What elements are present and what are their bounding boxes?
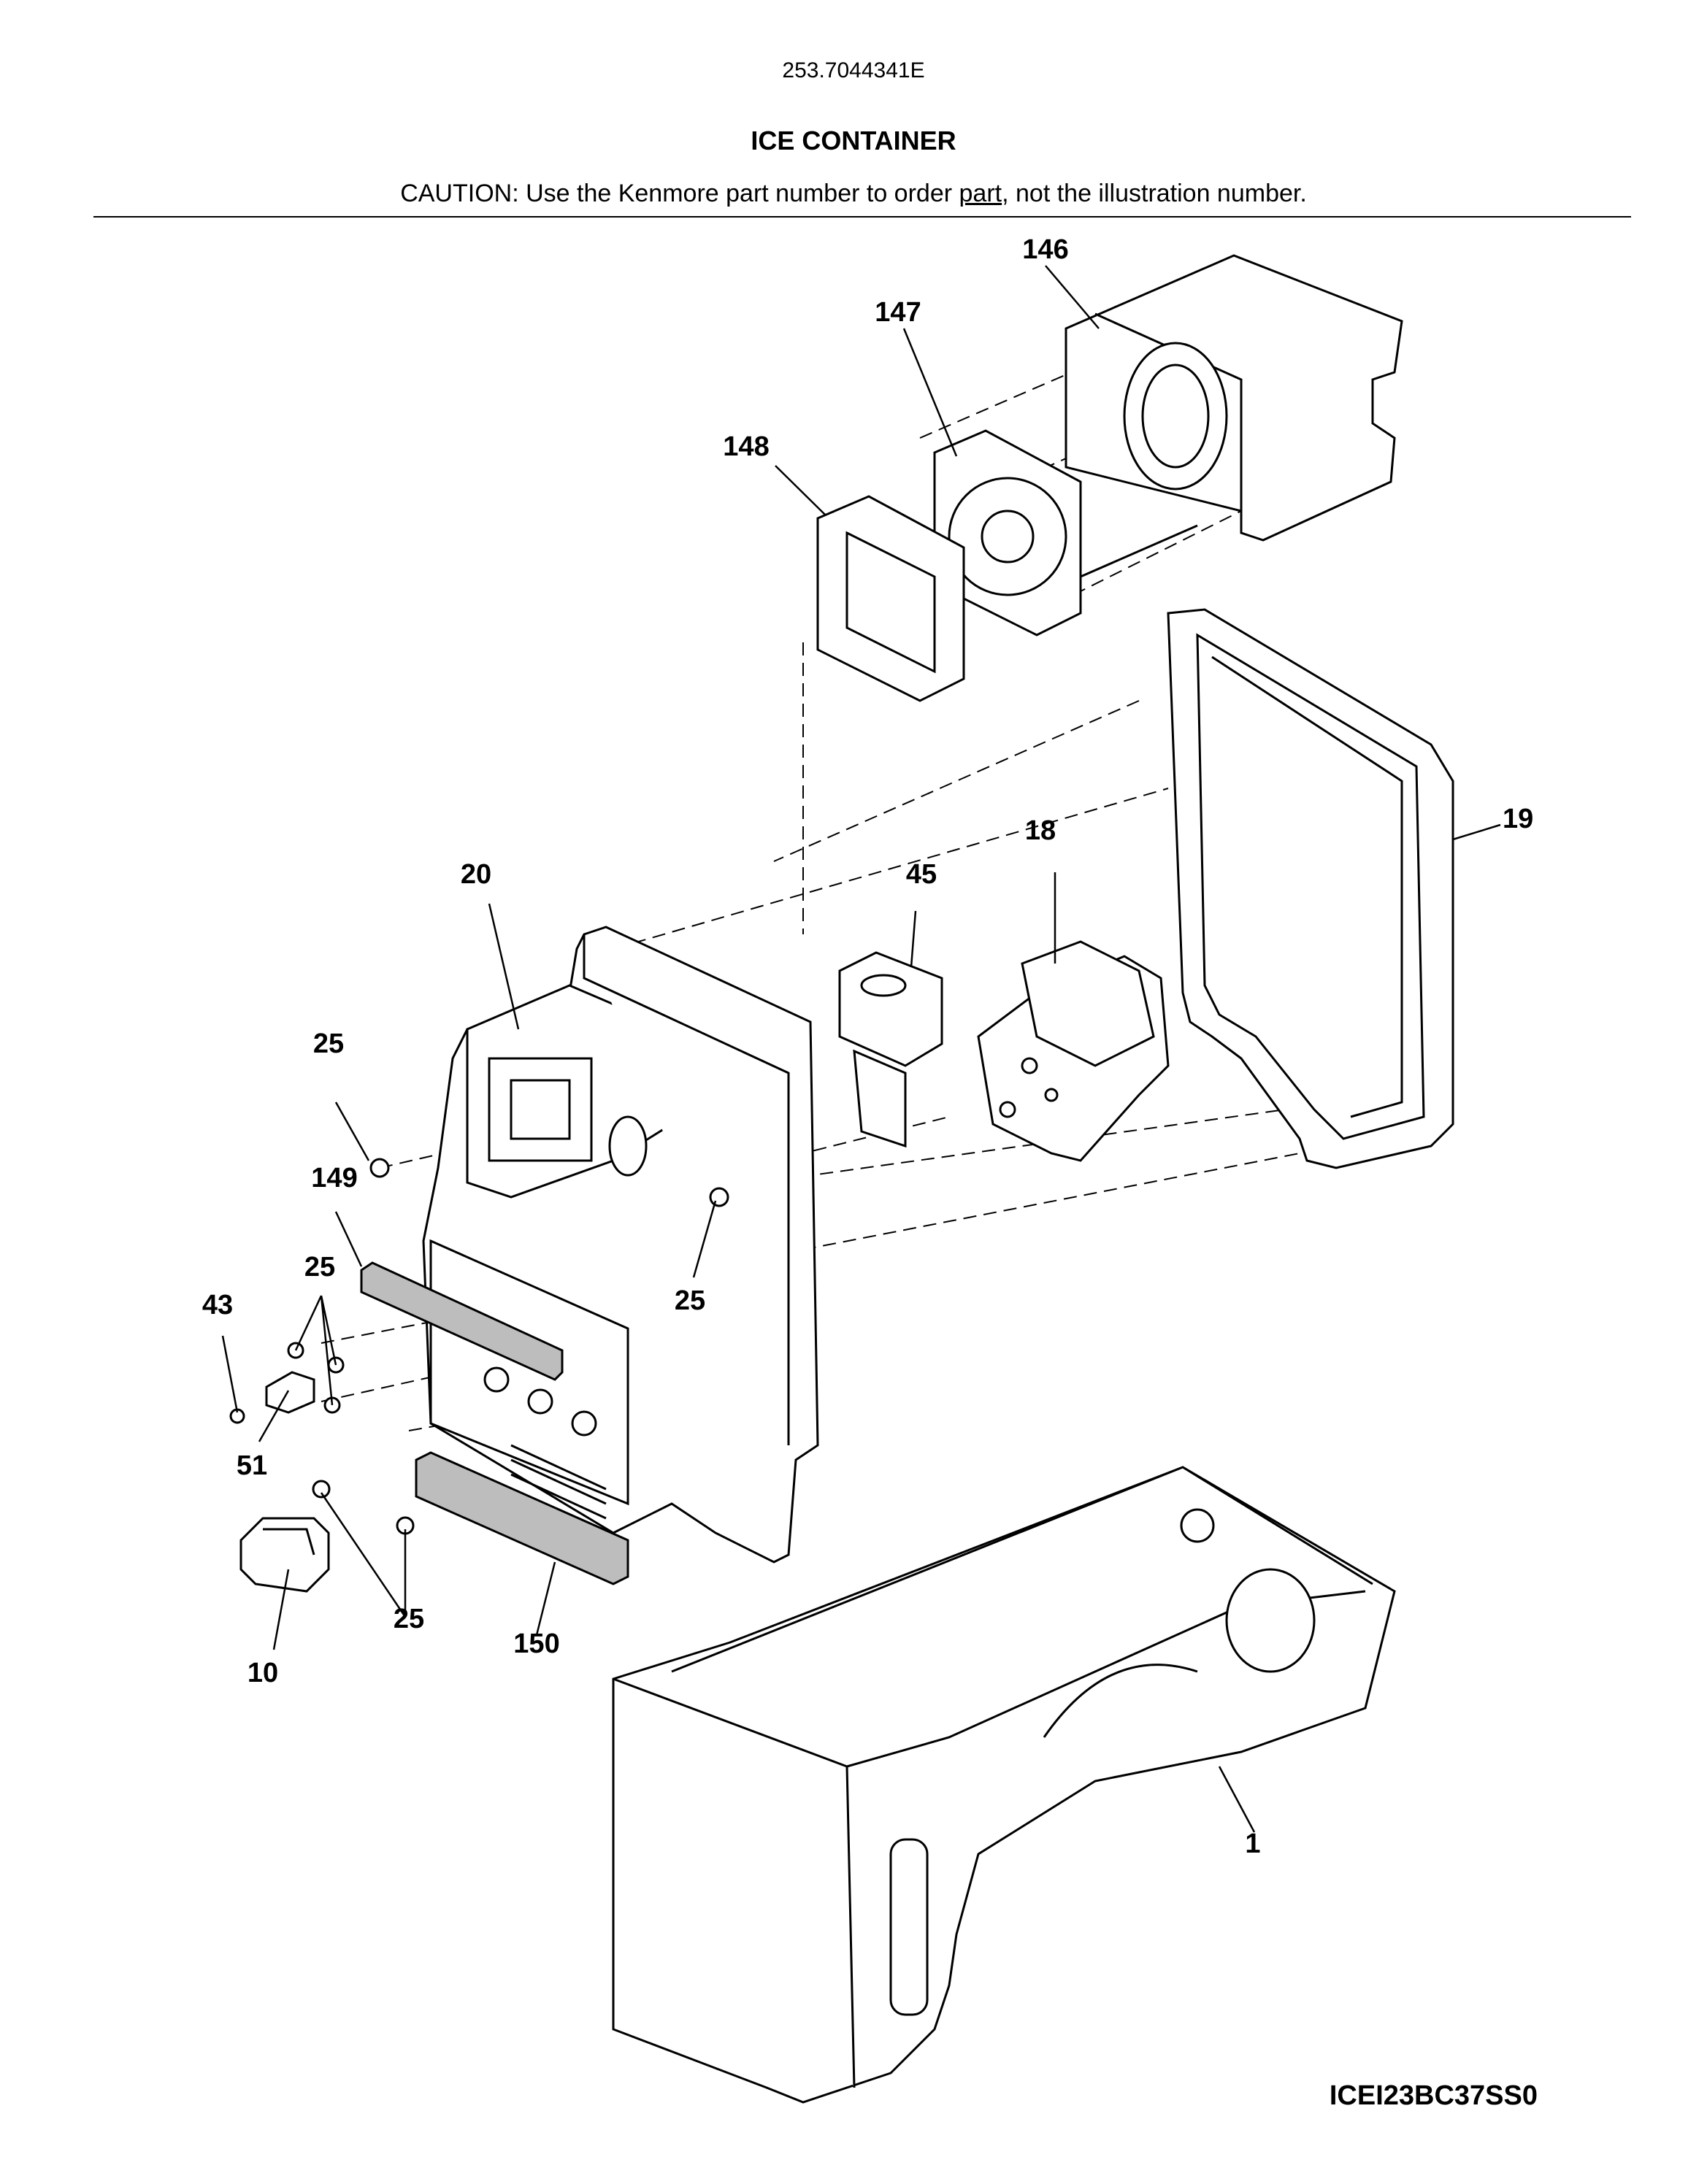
fan-147 <box>933 429 1198 637</box>
callout-51: 51 <box>237 1450 267 1481</box>
callout-150: 150 <box>513 1629 559 1659</box>
callout-25-bottom: 25 <box>394 1604 424 1634</box>
fan-shroud-148 <box>816 495 965 702</box>
caution-note: CAUTION: Use the Kenmore part number to … <box>0 180 1707 208</box>
diagram-code: ICEI23BC37SS0 <box>1329 2080 1538 2111</box>
callout-10: 10 <box>248 1658 278 1688</box>
model-number: 253.7044341E <box>782 58 925 82</box>
callout-149: 149 <box>311 1163 357 1193</box>
gasket-19 <box>1167 608 1454 1169</box>
callout-19: 19 <box>1503 804 1533 834</box>
callout-43: 43 <box>202 1290 233 1320</box>
fan-housing-146 <box>1065 254 1403 542</box>
callout-25-right: 25 <box>675 1285 705 1316</box>
header-rule <box>93 216 1631 218</box>
seal-strip-150 <box>415 1451 629 1585</box>
cap-10 <box>239 1517 330 1593</box>
callout-1: 1 <box>1245 1829 1260 1859</box>
callout-25-top: 25 <box>313 1028 344 1059</box>
callout-148: 148 <box>723 431 769 462</box>
leader-lines <box>221 265 1501 1833</box>
callout-146: 146 <box>1022 234 1068 265</box>
caution-underlined-word: part <box>959 180 1002 207</box>
caution-suffix: , not the illustration number. <box>1002 180 1307 207</box>
page-title: ICE CONTAINER <box>751 126 956 155</box>
housing-20 <box>422 926 819 1564</box>
callout-18: 18 <box>1025 815 1056 846</box>
callout-147: 147 <box>875 297 921 328</box>
callout-20: 20 <box>461 859 491 890</box>
caution-prefix: CAUTION: Use the Kenmore part number to … <box>400 180 959 207</box>
motor-18 <box>977 940 1170 1162</box>
callout-45: 45 <box>906 859 937 890</box>
seal-strip-149 <box>360 1261 564 1381</box>
clip-51 <box>265 1371 315 1414</box>
callout-labels: 146 147 148 18 19 20 45 25 25 25 25 149 … <box>202 234 1533 1859</box>
ice-bin-1 <box>612 1466 1396 2104</box>
solenoid-45 <box>838 951 943 1148</box>
callout-25-left: 25 <box>304 1252 335 1283</box>
